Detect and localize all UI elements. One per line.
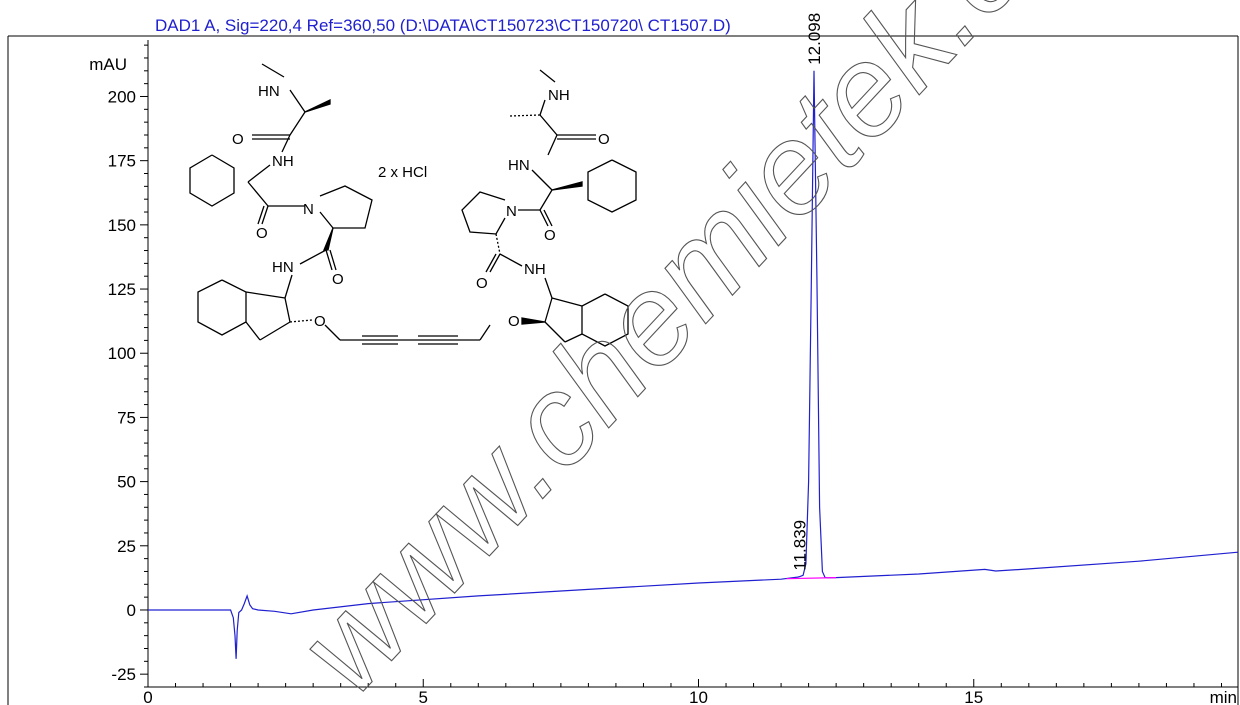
x-tick-label: 0 (143, 688, 152, 705)
molecule-structure (189, 63, 637, 347)
bond (257, 205, 265, 225)
bond (284, 274, 293, 299)
chart-title: DAD1 A, Sig=220,4 Ref=360,50 (D:\DATA\CT… (155, 16, 731, 35)
bond (531, 169, 553, 191)
wedge-bond (323, 227, 334, 251)
x-tick-label: 10 (689, 688, 708, 705)
bond (245, 321, 261, 341)
x-tick-label: 15 (964, 688, 983, 705)
atom-label: NH (548, 87, 570, 104)
bond (544, 321, 566, 343)
bond (247, 164, 271, 183)
bond (324, 324, 341, 341)
bond (284, 297, 291, 323)
wedge-bond (521, 317, 546, 325)
y-tick-label: 75 (117, 408, 136, 427)
bond (544, 277, 553, 299)
atom-label: N (506, 203, 517, 220)
bond (564, 333, 583, 343)
salt-label: 2 x HCl (378, 164, 427, 181)
bond (261, 205, 269, 225)
atom-label: O (332, 271, 344, 288)
atom-label: O (232, 131, 244, 148)
peak-label: 12.098 (805, 13, 824, 65)
bond (261, 63, 285, 78)
atom-label: O (544, 227, 556, 244)
peak-label: 11.839 (791, 520, 810, 571)
atom-label: HN (508, 157, 530, 174)
bond (539, 209, 549, 227)
watermark: www.chemietek.com (271, 0, 1171, 705)
bond (281, 134, 291, 153)
bond (259, 321, 291, 341)
bond (539, 69, 556, 83)
atom-label: O (598, 131, 610, 148)
chromatogram-traces (148, 70, 1239, 659)
bond (485, 253, 497, 273)
y-tick-label: 125 (108, 280, 136, 299)
bond (325, 249, 333, 271)
y-tick-label: 0 (127, 601, 136, 620)
bond (499, 253, 523, 267)
y-tick-label: 50 (117, 473, 136, 492)
pyrrolidine-ring (319, 185, 373, 229)
x-axis-ticks: 0 5 10 15 (143, 679, 1222, 705)
wedge-bond (304, 98, 331, 113)
bond (329, 249, 337, 271)
y-tick-label: 175 (108, 152, 136, 171)
bond (551, 297, 583, 307)
bond (547, 134, 558, 156)
molecule-labels: HN O NH N O HN O O NH O HN O N O NH O 2 … (232, 83, 610, 330)
bond (539, 189, 553, 211)
y-axis-ticks: -25 0 25 50 75 100 125 150 175 200 (108, 44, 148, 688)
wedge-bond (551, 181, 583, 191)
atom-label: O (508, 313, 520, 330)
atom-label: O (476, 275, 488, 292)
y-tick-label: 150 (108, 216, 136, 235)
bond (489, 253, 501, 273)
hashed-bond (495, 233, 501, 255)
peak-labels: 11.839 12.098 (791, 13, 824, 571)
atom-label: HN (272, 259, 294, 276)
atom-label: HN (258, 83, 280, 100)
x-tick-label: 5 (419, 688, 428, 705)
benzene-ring (197, 279, 247, 336)
bond (539, 99, 546, 116)
y-tick-label: 100 (108, 344, 136, 363)
atom-label: NH (524, 261, 546, 278)
bond (299, 249, 327, 265)
bond (539, 114, 558, 136)
bond (289, 89, 306, 113)
x-axis-unit: min (1210, 688, 1237, 705)
bond (479, 324, 491, 341)
bond (543, 209, 553, 227)
bond (245, 291, 286, 299)
cyclohexane-ring (587, 159, 637, 213)
y-tick-label: 25 (117, 537, 136, 556)
bond (544, 297, 553, 323)
bond (289, 111, 306, 136)
atom-label: O (314, 313, 326, 330)
baseline-trace (786, 577, 837, 580)
cyclohexane-ring (189, 154, 235, 207)
y-axis-unit: mAU (89, 55, 127, 74)
y-tick-label: 200 (108, 87, 136, 106)
pyrrolidine-ring (461, 191, 506, 235)
atom-label: N (303, 201, 314, 218)
y-tick-label: -25 (111, 665, 136, 684)
atom-label: O (256, 225, 268, 242)
hashed-bond (289, 319, 313, 323)
bond (247, 181, 269, 207)
hashed-bond (509, 114, 541, 117)
atom-label: NH (272, 153, 294, 170)
